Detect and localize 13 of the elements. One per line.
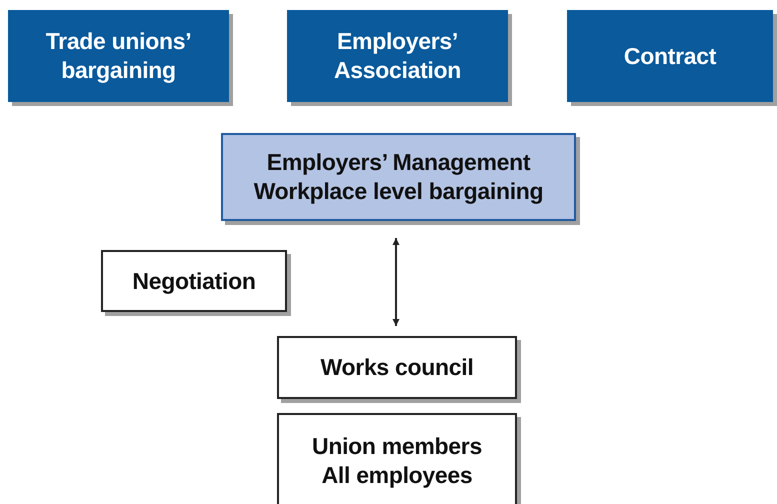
box-text: Employers’ Association (332, 27, 462, 85)
box-text: All employees (322, 460, 472, 490)
header-box (8, 10, 229, 102)
header-box (287, 10, 508, 102)
box-text: Works council (320, 353, 474, 382)
box-text: Union members (312, 432, 482, 460)
box-text: Negotiation (132, 266, 256, 296)
double-arrow (392, 238, 400, 326)
box-text: Workplace level bargaining (254, 177, 544, 206)
header-box (567, 10, 773, 102)
box-text: Trade unions’ bargaining (44, 27, 192, 85)
box-text: Contract (624, 42, 716, 70)
box-text: Employers’ Management (266, 148, 530, 177)
